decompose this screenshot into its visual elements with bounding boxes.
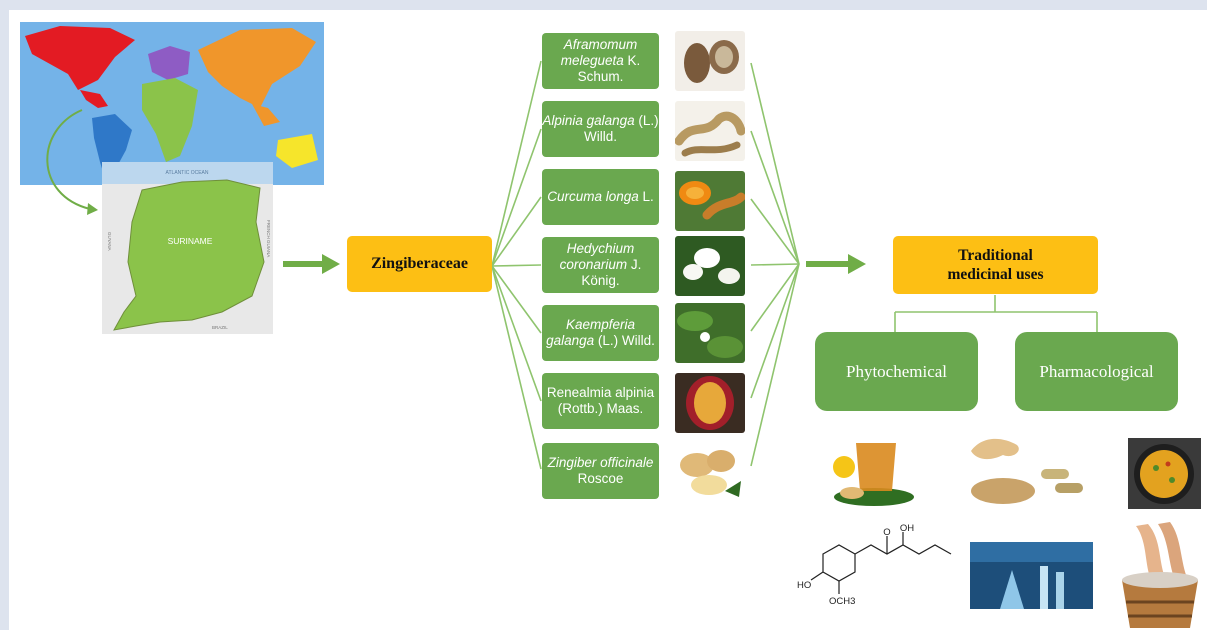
ginger-powder-capsules-photo (963, 431, 1093, 508)
methoxy-label: OCH3 (829, 596, 855, 607)
phytochemical-box: Phytochemical (815, 332, 978, 411)
species-box-zingiber: Zingiber officinale Roscoe (542, 443, 659, 499)
phytochemical-label: Phytochemical (845, 361, 948, 381)
species-box-hedychium: Hedychium coronarium J. König. (542, 237, 659, 293)
galangal-rhizome-photo (675, 101, 745, 161)
species-box-aframomum: Aframomum melegueta K. Schum. (542, 33, 659, 89)
medicinal-uses-title: Traditional medicinal uses (947, 247, 1044, 283)
curved-arrow-icon (46, 109, 98, 215)
pharmacological-label: Pharmacological (1039, 361, 1154, 381)
carbonyl-o-label: O (883, 527, 890, 538)
south-label: BRAZIL (212, 325, 228, 330)
species-box-alpinia: Alpinia galanga (L.) Willd. (542, 101, 659, 157)
medicinal-uses-box: Traditional medicinal uses (893, 236, 1098, 294)
pharmacological-box: Pharmacological (1015, 332, 1178, 411)
kaempferia-leaves-photo (675, 303, 745, 363)
ocean-label: ATLANTIC OCEAN (166, 170, 209, 176)
gingerol-structure: O OH HO OCH3 (797, 524, 952, 607)
west-label: GUYANA (107, 232, 112, 251)
hydroxyl-label: OH (900, 524, 914, 534)
family-box: Zingiberaceae (347, 236, 492, 292)
family-label: Zingiberaceae (371, 255, 468, 272)
species-box-kaempferia: Kaempferia galanga (L.) Willd. (542, 305, 659, 361)
suriname-map: ATLANTIC OCEAN SURINAME GUYANA FRENCH GU… (102, 162, 273, 334)
species-box-curcuma: Curcuma longa L. (542, 169, 659, 225)
ginger-root-photo (675, 441, 745, 501)
phenol-ho-label: HO (797, 580, 811, 591)
ginger-tea-photo (830, 431, 918, 511)
country-label: SURINAME (168, 236, 213, 246)
grains-of-paradise-photo (675, 31, 745, 91)
species-box-renealmia: Renealmia alpinia (Rottb.) Maas. (542, 373, 659, 429)
turmeric-photo (675, 171, 745, 231)
white-ginger-lily-photo (675, 236, 745, 296)
world-map (20, 22, 324, 185)
lab-research-photo (970, 542, 1093, 609)
renealmia-fruit-photo (675, 373, 745, 433)
east-label: FRENCH GUIANA (266, 220, 271, 257)
ginger-dish-photo (1128, 438, 1201, 509)
foot-bath-photo (1118, 522, 1203, 630)
